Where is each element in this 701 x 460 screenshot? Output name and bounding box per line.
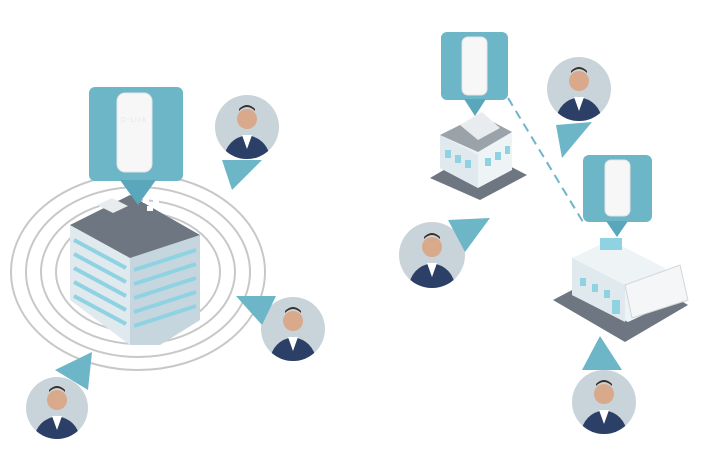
access-point-callout-main [441,32,508,116]
user-man-laptop [572,336,636,434]
user-man-with-tablet [236,296,325,361]
access-point-device-icon [604,159,631,217]
wireless-bridge-link [507,97,584,223]
signal-pointer-icon [448,218,490,252]
office-tower-building [70,195,200,345]
signal-pointer-icon [556,122,592,158]
user-man-notebook [399,218,490,288]
access-point-callout: D-Link [89,87,183,205]
user-woman-phone [26,352,92,439]
signal-pointer-icon [222,160,262,190]
access-point-device-icon [461,36,488,96]
signal-pointer-icon [582,336,622,370]
access-point-device-icon [116,92,153,173]
signal-pointer-icon [55,352,92,390]
device-logo: D-Link [121,117,147,124]
warehouse-building [553,238,689,342]
small-office-building [430,112,527,200]
signal-pointer-icon [236,296,276,325]
access-point-callout-remote [583,155,652,237]
user-businessman-tablet [215,95,279,190]
user-businessman-tablet-right [547,57,611,158]
